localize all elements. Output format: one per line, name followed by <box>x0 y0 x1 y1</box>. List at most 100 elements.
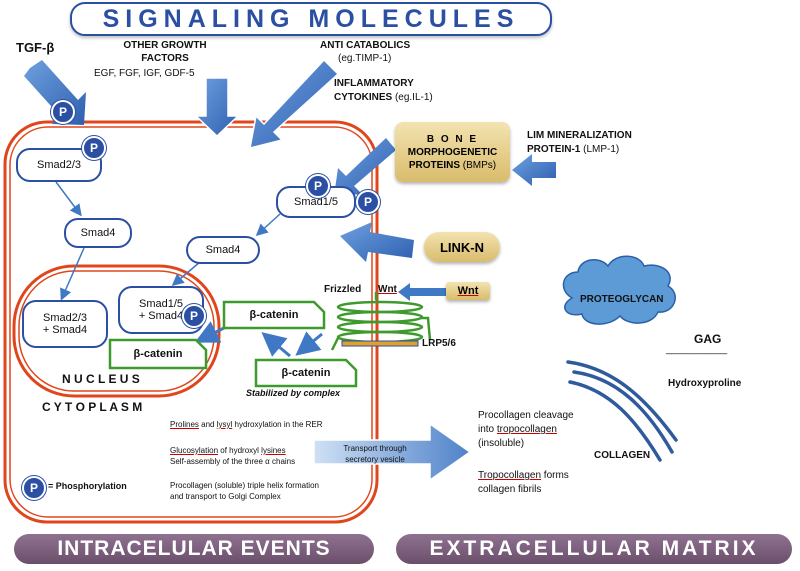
step1-rest: hydroxylation in the RER <box>232 420 323 429</box>
bcat-nuc-label: β-catenin <box>133 348 183 360</box>
bcat-stab-label: β-catenin <box>281 367 331 379</box>
tgf-label: TGF-β <box>16 40 55 55</box>
stabilized-label: Stabilized by complex <box>246 388 341 398</box>
inflammatory-label: INFLAMMATORY <box>334 78 414 89</box>
cytokines-word: CYTOKINES <box>334 92 393 103</box>
bmp-line-2: MORPHOGENETIC <box>407 146 498 158</box>
nuc-smad15-pill: Smad1/5 + Smad4 <box>118 286 204 334</box>
legend-phospho-icon: P <box>22 476 46 500</box>
lrp-bar <box>341 340 419 347</box>
transport-label-2: secretory vesicle <box>345 455 405 464</box>
phospho-icon-smad23: P <box>82 136 106 160</box>
frizzled-receptor <box>330 292 432 351</box>
collagen-fibers <box>566 360 678 462</box>
cleavage-line-3: (insoluble) <box>478 438 525 449</box>
anticatabolic-arrow <box>249 58 340 150</box>
transport-label-1: Transport through <box>343 444 407 453</box>
wnt-label: Wnt <box>378 284 397 295</box>
wnt-label-text: Wnt <box>378 284 397 295</box>
anti-catabolics-label: ANTI CATABOLICS <box>320 40 411 51</box>
step1-and: and <box>198 420 217 429</box>
arrow-smad15-smad4 <box>255 213 281 237</box>
lmp-label-2: PROTEIN-1 (LMP-1) <box>527 144 619 155</box>
cytoplasm-label: C Y T O P L A S M <box>42 400 143 414</box>
gag-label: GAG <box>694 332 722 346</box>
smad4-left-pill: Smad4 <box>64 218 132 248</box>
nuc-smad15-line2: + Smad4 <box>138 310 184 322</box>
gag-divider: ___________ <box>666 344 728 355</box>
cleavage-into: into <box>478 424 497 435</box>
wnt-box: Wnt <box>446 282 490 300</box>
frizzled-label: Frizzled <box>324 284 362 295</box>
linkn-arrow <box>340 222 414 262</box>
hydroxyproline-label: Hydroxyproline <box>668 378 742 389</box>
cleavage-tropocollagen: tropocollagen <box>496 424 557 435</box>
lmp-label-1: LIM MINERALIZATION <box>527 130 632 141</box>
cleavage-line-1: Procollagen cleavage <box>478 410 574 421</box>
phospho-icon-bmp: P <box>356 190 380 214</box>
smad15-pill: Smad1/5 <box>276 186 356 218</box>
cleavage-line-2: into tropocollagen <box>478 424 557 435</box>
lmp-abbrev: (LMP-1) <box>583 144 620 155</box>
step1-lysyl: lysyl <box>216 420 233 429</box>
title-banner: SIGNALING MOLECULES <box>70 2 552 36</box>
arrow-bcat-stab-mid <box>261 332 291 358</box>
step-hydroxylation: Prolines and lysyl hydroxylation in the … <box>170 420 323 429</box>
legend-text: = Phosphorylation <box>48 481 127 491</box>
arrow-complex-bcat <box>295 331 323 356</box>
smad23-pill: Smad2/3 <box>16 148 102 182</box>
bmp-arrow <box>334 138 396 196</box>
fibril-line-1: Tropocollagen forms <box>478 470 569 481</box>
bcat-mid-frame <box>222 300 326 330</box>
nucleus-label: N U C L E U S <box>62 372 140 386</box>
lmp-arrow <box>512 154 556 186</box>
proteoglycan-label: PROTEOGLYCAN <box>580 294 664 305</box>
timp-label: (eg.TIMP-1) <box>338 53 392 64</box>
collagen-label: COLLAGEN <box>594 450 651 461</box>
step1-prolines: Prolines <box>170 420 199 429</box>
il1-example: (eg.IL-1) <box>394 92 433 103</box>
smad4-right-pill: Smad4 <box>186 236 260 264</box>
nuc-smad23-pill: Smad2/3 + Smad4 <box>22 300 108 348</box>
proteoglycan-cloud <box>562 255 676 325</box>
phospho-icon-smad15: P <box>306 174 330 198</box>
nuc-smad23-line2: + Smad4 <box>42 324 88 336</box>
bcat-mid-label: β-catenin <box>249 309 299 321</box>
fibril-line-2: collagen fibrils <box>478 484 542 495</box>
fibril-tropocollagen: Tropocollagen <box>478 470 542 481</box>
step-triple-helix: Procollagen (soluble) triple helix forma… <box>170 481 319 490</box>
bmp-box: B O N E MORPHOGENETIC PROTEINS (BMPs) <box>395 122 510 182</box>
bcat-stab-frame <box>254 358 358 388</box>
step-assembly: Self-assembly of the three α chains <box>170 457 296 466</box>
wnt-box-label: Wnt <box>457 285 479 297</box>
growth-factor-arrow <box>194 77 240 138</box>
footer-intracellular: INTRACELULAR EVENTS <box>14 534 374 564</box>
lmp-protein: PROTEIN-1 <box>527 144 581 155</box>
step2-glucosylation: Glucosylation <box>170 446 219 455</box>
nuc-smad15-line1: Smad1/5 <box>138 298 184 310</box>
footer-extracellular: EXTRACELLULAR MATRIX <box>396 534 792 564</box>
linkn-box: LINK-N <box>424 232 500 262</box>
phospho-icon-nuc: P <box>182 304 206 328</box>
lrp-label: LRP5/6 <box>422 338 456 349</box>
page-title: SIGNALING MOLECULES <box>102 4 520 33</box>
step-golgi: and transport to Golgi Complex <box>170 492 281 501</box>
cytokines-label: CYTOKINES (eg.IL-1) <box>334 92 433 103</box>
phospho-icon-tgf: P <box>51 100 75 124</box>
bmp-line-3: PROTEINS (BMPs) <box>409 159 496 172</box>
arrow-smad4-nucleus-right <box>171 261 201 286</box>
step-glucosylation: Glucosylation of hydroxyl lysines <box>170 446 286 455</box>
growth-factor-list: EGF, FGF, IGF, GDF-5 <box>94 68 195 79</box>
bmp-line-1: B O N E <box>426 133 479 145</box>
bcat-nuc-frame <box>108 338 208 370</box>
step2-mid: of hydroxyl <box>218 446 262 455</box>
other-growth-label-2: FACTORS <box>141 53 189 64</box>
arrow-smad4-nucleus <box>60 247 85 301</box>
other-growth-label-1: OTHER GROWTH <box>123 40 207 51</box>
wnt-arrow <box>398 283 448 301</box>
bmp-abbrev: (BMPs) <box>462 159 497 171</box>
transport-arrow <box>313 422 472 482</box>
bmp-proteins: PROTEINS <box>408 159 460 171</box>
step2-lysines: lysines <box>261 446 286 455</box>
